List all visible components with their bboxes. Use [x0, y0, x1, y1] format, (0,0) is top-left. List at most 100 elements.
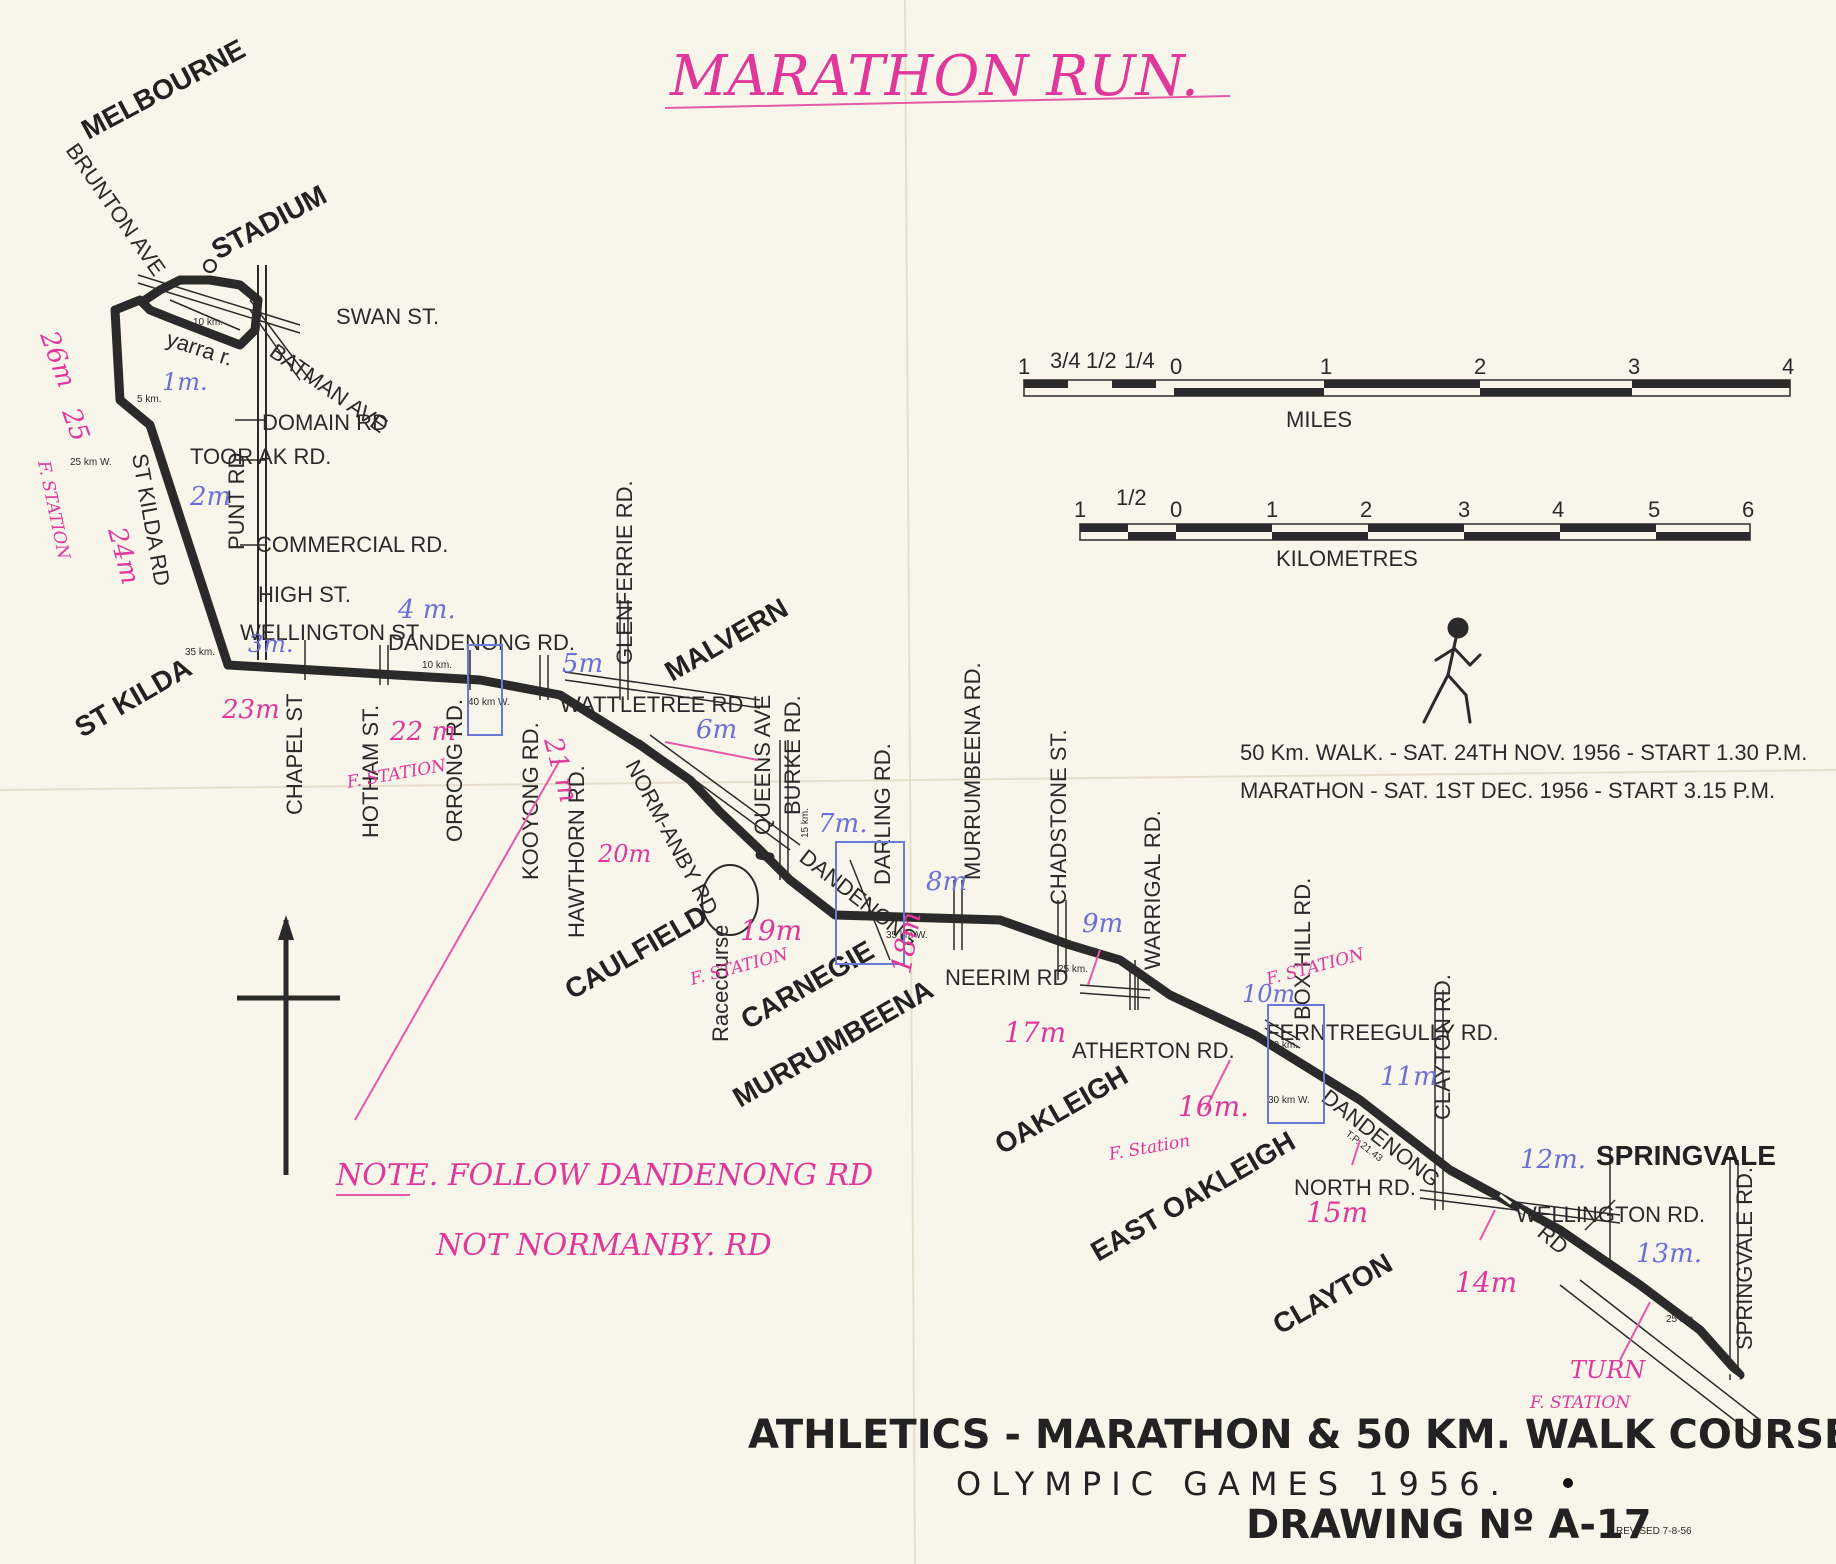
annotation-line: [664, 741, 759, 761]
paper-fold-vertical: [904, 0, 916, 1564]
road-glenferrie-rd: GLENFERRIE RD.: [612, 480, 637, 665]
revised-stamp: REVISED 7-8-56: [1616, 1526, 1692, 1537]
road-wellington-st: WELLINGTON ST: [240, 620, 419, 645]
mile-marker: 7m.: [818, 809, 867, 839]
note-line-2: NOT NORMANBY. RD: [435, 1228, 772, 1263]
marathon-route: [110, 275, 263, 670]
scale-tick: 1/2: [1116, 485, 1147, 510]
note-line-1: NOTE. FOLLOW DANDENONG RD: [335, 1158, 873, 1193]
mile-marker: 22 m: [389, 717, 456, 747]
schedule-marathon: MARATHON - SAT. 1ST DEC. 1956 - START 3.…: [1240, 778, 1775, 803]
scale-miles: 1 3/4 1/2 1/4 0 1 2 3 4 MILES: [1018, 348, 1794, 432]
mile-marker: 16m.: [1178, 1090, 1249, 1123]
road-swan-st: SWAN ST.: [336, 304, 439, 329]
north-arrow: [237, 915, 340, 1175]
road-clayton-rd: CLAYTON RD.: [1430, 974, 1455, 1120]
scale-tick: 3: [1458, 497, 1470, 522]
km-marker: 30 km W.: [1268, 1095, 1310, 1106]
f-station: F. STATION: [1529, 1393, 1631, 1413]
scale-tick: 4: [1782, 354, 1794, 379]
annotation-line: [1619, 1301, 1651, 1361]
mile-marker: 3m.: [248, 630, 294, 658]
km-marker: 40 km W.: [468, 697, 510, 708]
mile-marker: 11m: [1380, 1062, 1438, 1092]
mile-marker: 19m: [740, 914, 802, 947]
place-springvale: SPRINGVALE: [1596, 1140, 1776, 1171]
road-chadstone-st: CHADSTONE ST.: [1046, 729, 1071, 905]
mile-marker: 14m: [1455, 1266, 1517, 1299]
mile-marker: 12m.: [1520, 1145, 1586, 1175]
scale-tick: 1/4: [1124, 348, 1155, 373]
mile-marker: 8m: [926, 867, 967, 897]
scale-tick: 0: [1170, 497, 1182, 522]
km-marker: 10 km.: [422, 660, 452, 671]
road-springvale-rd: SPRINGVALE RD.: [1732, 1167, 1757, 1350]
mile-marker: 1m.: [162, 368, 208, 396]
title-underline: [664, 95, 1231, 109]
scale-tick: 1: [1266, 497, 1278, 522]
mile-marker: 10m: [1242, 980, 1295, 1008]
road-commercial-rd: COMMERCIAL RD.: [256, 532, 448, 557]
ink-dot: [1563, 1478, 1573, 1488]
turn-label: TURN: [1570, 1356, 1646, 1384]
km-marker: 5 km.: [137, 394, 161, 405]
km-marker: 35 km W.: [886, 930, 928, 941]
road-queens-ave: QUEENS AVE: [750, 695, 775, 835]
scale-tick: 5: [1648, 497, 1660, 522]
mile-marker: 13m.: [1636, 1239, 1702, 1269]
scale-tick: 3: [1628, 354, 1640, 379]
road-dandenong-rd-1: DANDENONG RD.: [388, 630, 575, 655]
scale-tick: 1/2: [1086, 348, 1117, 373]
road-box-hill-rd: BOX HILL RD.: [1290, 878, 1315, 1020]
road-chapel-st: CHAPEL ST: [282, 694, 307, 815]
km-marker: 35 km.: [185, 647, 215, 658]
road-toorak-rd: TOOR AK RD.: [190, 444, 331, 469]
km-marker: 25 km W.: [70, 457, 112, 468]
road-hotham-st: HOTHAM ST.: [358, 705, 383, 838]
road-kooyong-rd: KOOYONG RD.: [518, 722, 543, 880]
road-hawthorn-rd: HAWTHORN RD.: [564, 765, 589, 938]
road-murrumbeena-rd: MURRUMBEENA RD.: [960, 662, 985, 880]
scale-tick: 1: [1018, 354, 1030, 379]
annotation-line: [1479, 1209, 1496, 1241]
mile-marker: 6m: [696, 715, 737, 745]
km-marker: 25 km.: [1058, 964, 1088, 975]
road-orrong-rd: ORRONG RD.: [442, 699, 467, 842]
stadium-marker: [203, 259, 217, 273]
road-wattletree-rd: WATTLETREE RD: [560, 692, 743, 717]
scale-km-label: KILOMETRES: [1276, 546, 1418, 571]
mile-marker: 4 m.: [397, 595, 456, 625]
road-darling-rd: DARLING RD.: [870, 743, 895, 885]
road-domain-rd: DOMAIN RD: [262, 410, 388, 435]
scale-km: 1 1/2 0 1 2 3 4 5 6 KILOMETRES: [1074, 485, 1754, 571]
annotation-line: [1351, 1139, 1361, 1166]
scale-tick: 2: [1360, 497, 1372, 522]
route-dashes: [1499, 1193, 1741, 1382]
road-high-st: HIGH ST.: [258, 582, 351, 607]
scale-tick: 2: [1474, 354, 1486, 379]
marathon-route-main: [223, 660, 1745, 1380]
mile-marker: 17m: [1004, 1016, 1066, 1049]
km-marker: 25 km.: [1666, 1314, 1696, 1325]
km-marker: 10 km.: [193, 317, 223, 328]
paper-fold: [0, 769, 1836, 791]
racecourse-oval: [701, 864, 759, 936]
mile-marker: 5m: [562, 649, 603, 679]
mile-marker: 15m: [1306, 1196, 1368, 1229]
footer-title: ATHLETICS - MARATHON & 50 KM. WALK COURS…: [748, 1412, 1836, 1458]
road-north-rd: NORTH RD.: [1294, 1175, 1416, 1200]
scale-tick: 0: [1170, 354, 1182, 379]
annotation-line: [1087, 949, 1101, 986]
road-neerim-rd: NEERIM RD: [945, 965, 1068, 990]
scale-miles-label: MILES: [1286, 407, 1352, 432]
scale-tick: 3/4: [1050, 348, 1081, 373]
scale-tick: 4: [1552, 497, 1564, 522]
mile-marker: 23m: [221, 695, 280, 725]
road-ferntreegully-rd: FERNTREEGULLY RD.: [1266, 1020, 1499, 1045]
scale-tick: 1: [1074, 497, 1086, 522]
road-warrigal-rd: WARRIGAL RD.: [1140, 810, 1165, 970]
drawing-number: DRAWING Nº A-17: [1246, 1502, 1652, 1548]
annotation-line: [1204, 1059, 1231, 1111]
note-pointer-line: [354, 759, 561, 1121]
